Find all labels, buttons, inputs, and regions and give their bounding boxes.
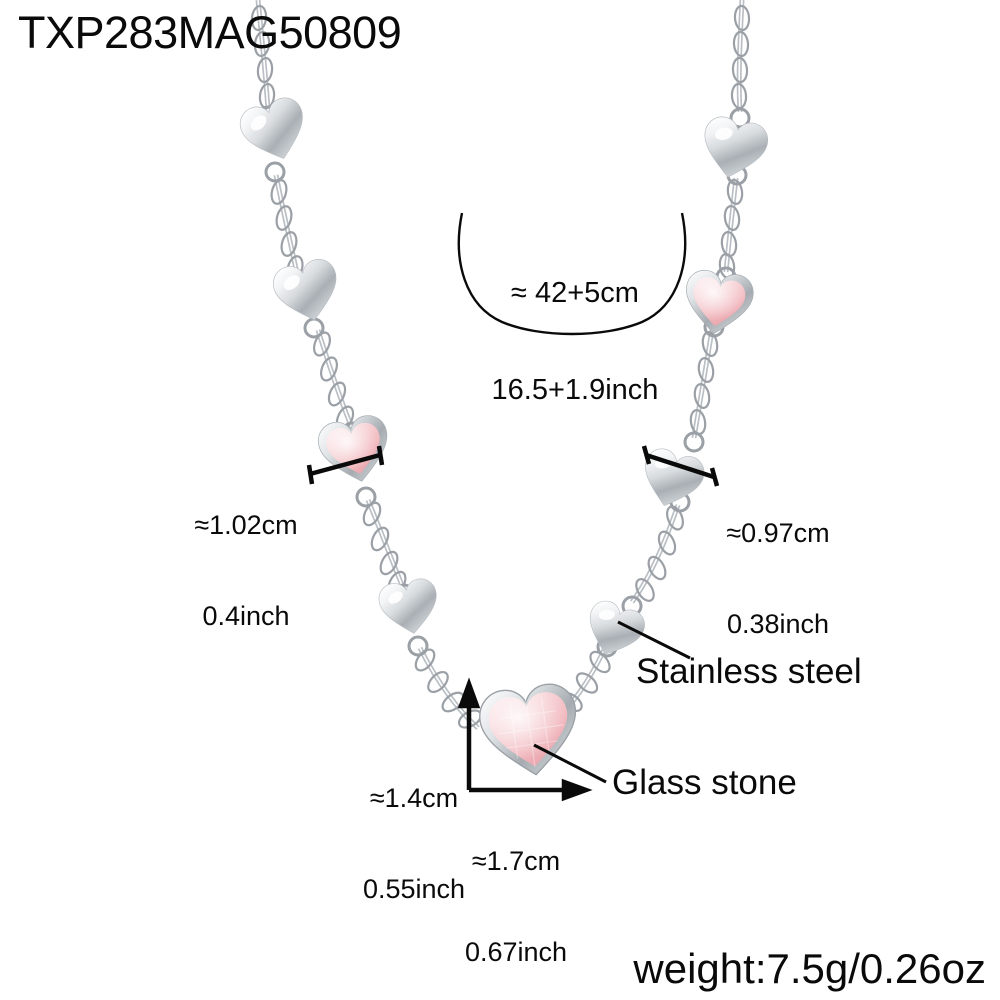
dim-width-metric: ≈1.7cm	[471, 846, 561, 877]
dim-right-imperial: 0.38inch	[726, 609, 830, 640]
chain-links	[250, 4, 751, 729]
dim-height-metric: ≈1.4cm	[369, 783, 459, 814]
chain-length-metric: ≈ 42+5cm	[511, 276, 639, 309]
dimension-label-small-pink-heart: ≈1.02cm 0.4inch	[186, 450, 306, 692]
dim-height-imperial: 0.55inch	[362, 874, 466, 905]
leader-line-glass-stone	[533, 743, 607, 784]
chain-length-bracket	[457, 212, 687, 336]
heart-glass-right	[680, 267, 757, 339]
heart-steel-right-3	[578, 596, 650, 665]
leader-line-stainless-steel	[617, 620, 691, 660]
heart-steel-left-3	[376, 576, 443, 639]
dim-width-imperial: 0.67inch	[464, 937, 568, 968]
dim-right-metric: ≈0.97cm	[726, 518, 830, 549]
dimension-line-right	[641, 445, 720, 487]
chain-length-label: ≈ 42+5cm 16.5+1.9inch	[470, 212, 680, 472]
heart-glass-left	[314, 411, 396, 489]
heart-steel-right-1	[696, 113, 772, 185]
dimension-label-small-steel-heart: ≈0.97cm 0.38inch	[718, 458, 838, 700]
heart-steel-left-2	[269, 255, 346, 328]
dim-left-metric: ≈1.02cm	[194, 510, 298, 541]
product-sku: TXP283MAG50809	[18, 7, 402, 58]
dimension-arrow-height	[457, 677, 481, 790]
material-label-stainless-steel: Stainless steel	[636, 652, 862, 691]
center-pendant-glass-heart	[475, 680, 585, 783]
heart-steel-left-1	[235, 93, 315, 169]
product-weight: weight:7.5g/0.26oz	[633, 944, 986, 992]
chain-length-imperial: 16.5+1.9inch	[491, 374, 659, 407]
dimension-label-pendant-width: ≈1.7cm 0.67inch	[456, 786, 576, 1000]
dimension-line-left	[306, 445, 385, 485]
dimension-arrow-width	[469, 778, 593, 802]
dim-left-imperial: 0.4inch	[202, 601, 290, 632]
material-label-glass-stone: Glass stone	[612, 763, 797, 802]
dimension-label-pendant-height: ≈1.4cm 0.55inch	[358, 723, 470, 965]
